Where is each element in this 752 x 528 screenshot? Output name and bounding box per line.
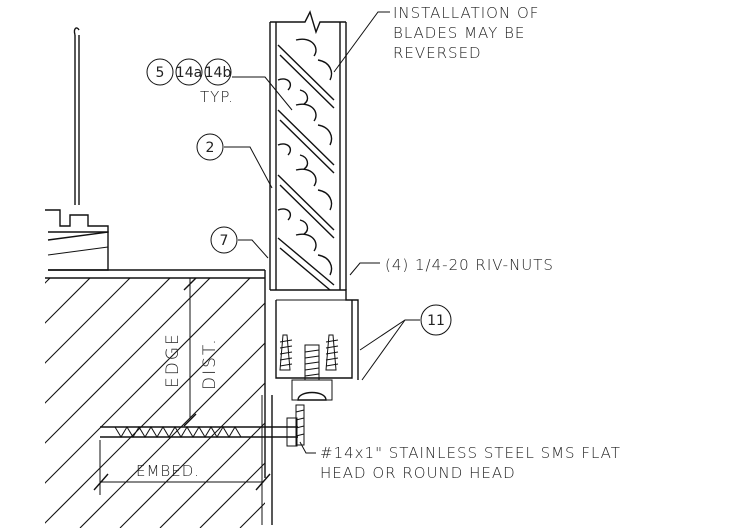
screw-note-line1: #14x1" STAINLESS STEEL SMS FLAT — [320, 444, 621, 462]
svg-text:2: 2 — [206, 140, 215, 156]
callout-tag-7: 7 — [210, 226, 238, 254]
svg-text:11: 11 — [427, 313, 445, 329]
bottom-fastener — [261, 379, 333, 525]
installation-note-line2: BLADES MAY BE — [393, 24, 525, 42]
screw-note-line2: HEAD OR ROUND HEAD — [320, 464, 516, 482]
left-rod — [73, 27, 80, 205]
edge-dist-dimension — [183, 277, 197, 427]
louver-frame — [269, 10, 359, 380]
callout-tag-14a: 14a — [175, 58, 203, 86]
anchor-screw — [100, 417, 298, 447]
frame-screws — [279, 334, 339, 381]
leaders — [224, 11, 420, 454]
embed-dimension — [93, 440, 271, 495]
svg-text:14b: 14b — [205, 65, 232, 81]
rivnuts-note: (4) 1/4-20 RIV-NUTS — [385, 256, 554, 274]
callout-tag-11: 11 — [420, 304, 452, 336]
callout-tag-14b: 14b — [204, 58, 232, 86]
concrete-sill — [45, 209, 266, 528]
svg-text:14a: 14a — [176, 65, 202, 81]
svg-text:7: 7 — [220, 233, 229, 249]
svg-text:5: 5 — [156, 65, 165, 81]
installation-note-line3: REVERSED — [393, 44, 482, 62]
installation-note-line1: INSTALLATION OF — [393, 4, 539, 22]
edge-label: EDGE — [163, 332, 183, 388]
callout-tag-2: 2 — [196, 133, 224, 161]
louver-blades — [277, 38, 335, 291]
embed-label: EMBED. — [136, 462, 200, 480]
typ-label: TYP. — [200, 88, 234, 106]
callout-tag-5: 5 — [146, 58, 174, 86]
dist-label: DIST. — [200, 337, 220, 390]
